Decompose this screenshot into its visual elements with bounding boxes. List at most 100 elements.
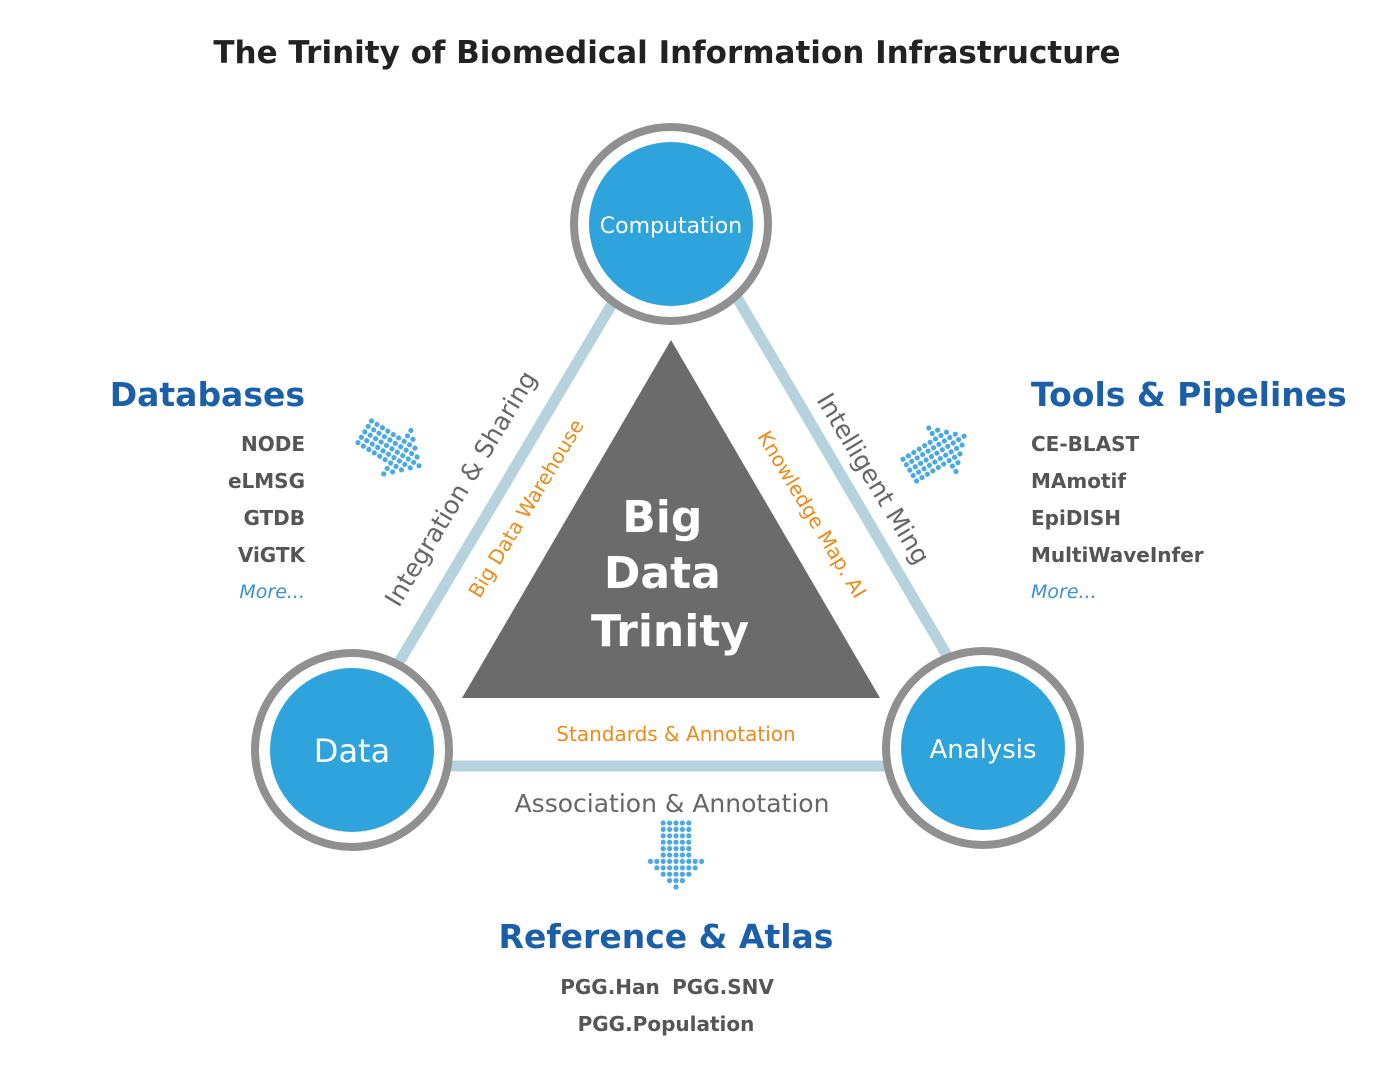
arrow-dot (660, 852, 666, 858)
arrow-dot (679, 846, 685, 852)
arrow-dot (667, 878, 673, 884)
arrow-dot (911, 449, 917, 456)
arrow-dot (673, 884, 679, 890)
edge-bars (393, 286, 957, 772)
arrow-dot (673, 820, 679, 826)
arrow-dot (686, 852, 692, 858)
arrow-dot (686, 871, 692, 877)
arrow-dot (903, 462, 909, 468)
edge-bar-right (727, 286, 957, 667)
databases-item: NODE (241, 432, 305, 456)
arrow-dot (914, 455, 920, 461)
arrow-dot (910, 472, 916, 479)
arrow-dot (660, 865, 666, 871)
dotted-arrow-databases-icon (355, 418, 422, 477)
arrow-dot (686, 820, 692, 826)
arrow-dot (382, 457, 388, 463)
arrow-dot (900, 456, 906, 462)
arrow-dot (660, 846, 666, 852)
arrow-dot (920, 451, 926, 458)
center-triangle (462, 340, 880, 698)
arrow-dot (686, 858, 692, 864)
arrow-dot (660, 858, 666, 864)
arrow-dot (679, 852, 685, 858)
arrow-dot (941, 461, 947, 467)
arrow-dot (927, 439, 933, 445)
arrow-dot (364, 438, 370, 444)
databases-item: eLMSG (228, 469, 305, 493)
arrow-dot (393, 463, 399, 470)
tools-more-link[interactable]: More... (1031, 581, 1097, 603)
arrow-dot (919, 475, 925, 481)
arrow-dot (385, 451, 392, 457)
arrow-dot (667, 833, 673, 839)
node-data: Data (251, 649, 453, 851)
edge-label-standards-annotation: Standards & Annotation (556, 722, 795, 746)
arrow-dot (389, 469, 396, 475)
arrow-dot (385, 428, 391, 434)
arrow-dot (381, 434, 388, 440)
arrow-dot (362, 429, 368, 435)
reference-item: PGG.Han (560, 975, 660, 999)
arrow-dot (667, 839, 673, 845)
arrow-dot (679, 826, 685, 832)
center-label: Big Data Trinity (591, 492, 749, 657)
node-disc (589, 142, 753, 306)
arrow-dot (909, 458, 915, 464)
arrow-dot (923, 457, 929, 463)
arrow-dot (375, 444, 381, 451)
arrow-dot (947, 434, 953, 441)
arrow-dot (686, 833, 692, 839)
arrow-dot (367, 432, 373, 438)
databases-more-link[interactable]: More... (239, 581, 305, 603)
tools-heading: Tools & Pipelines (1031, 375, 1347, 414)
center-line-2: Data (604, 548, 721, 599)
arrow-dot (390, 431, 396, 438)
arrow-dot (667, 846, 673, 852)
arrow-dot (667, 826, 673, 832)
arrow-dot (926, 462, 933, 468)
arrow-dot (925, 448, 931, 454)
arrow-dot (378, 439, 384, 445)
arrow-dot (943, 452, 949, 458)
arrow-dot (961, 433, 967, 439)
arrow-dot (692, 858, 698, 864)
arrow-dot (384, 465, 390, 472)
arrow-dot (667, 858, 673, 864)
node-disc (270, 668, 434, 832)
arrow-dot (667, 820, 673, 826)
arrow-dot (396, 458, 402, 464)
arrow-dot (369, 441, 375, 447)
arrow-dot (932, 436, 939, 442)
arrow-dot (932, 459, 938, 465)
arrow-dot (686, 846, 692, 852)
arrow-dot (410, 436, 416, 442)
arrow-dot (953, 445, 960, 452)
arrow-dot (383, 442, 390, 449)
arrow-dot (401, 438, 407, 444)
arrow-dot (408, 450, 415, 457)
arrow-dot (371, 450, 377, 456)
arrow-dot (912, 464, 918, 470)
arrow-dot (380, 448, 386, 454)
arrow-dot (381, 471, 387, 477)
tools-item: CE-BLAST (1031, 432, 1140, 456)
arrow-dot (355, 440, 361, 446)
arrow-dot (660, 826, 666, 832)
arrow-dot (935, 464, 941, 471)
arrow-dot (400, 453, 406, 459)
arrow-dot (660, 820, 666, 826)
arrow-dot (686, 839, 692, 845)
arrow-dot (907, 467, 913, 473)
arrow-dot (957, 451, 963, 457)
arrow-dot (673, 846, 679, 852)
arrow-dot (937, 456, 943, 462)
diagram-title: The Trinity of Biomedical Information In… (213, 35, 1120, 71)
center-line-1: Big (622, 492, 702, 543)
tools-item: EpiDISH (1031, 506, 1121, 530)
arrow-dot (673, 858, 679, 864)
arrow-dot (918, 460, 924, 466)
arrow-dot (673, 871, 679, 877)
group-reference-atlas: Reference & Atlas PGG.Han PGG.SNV PGG.Po… (499, 917, 834, 1036)
arrow-dot (660, 839, 666, 845)
